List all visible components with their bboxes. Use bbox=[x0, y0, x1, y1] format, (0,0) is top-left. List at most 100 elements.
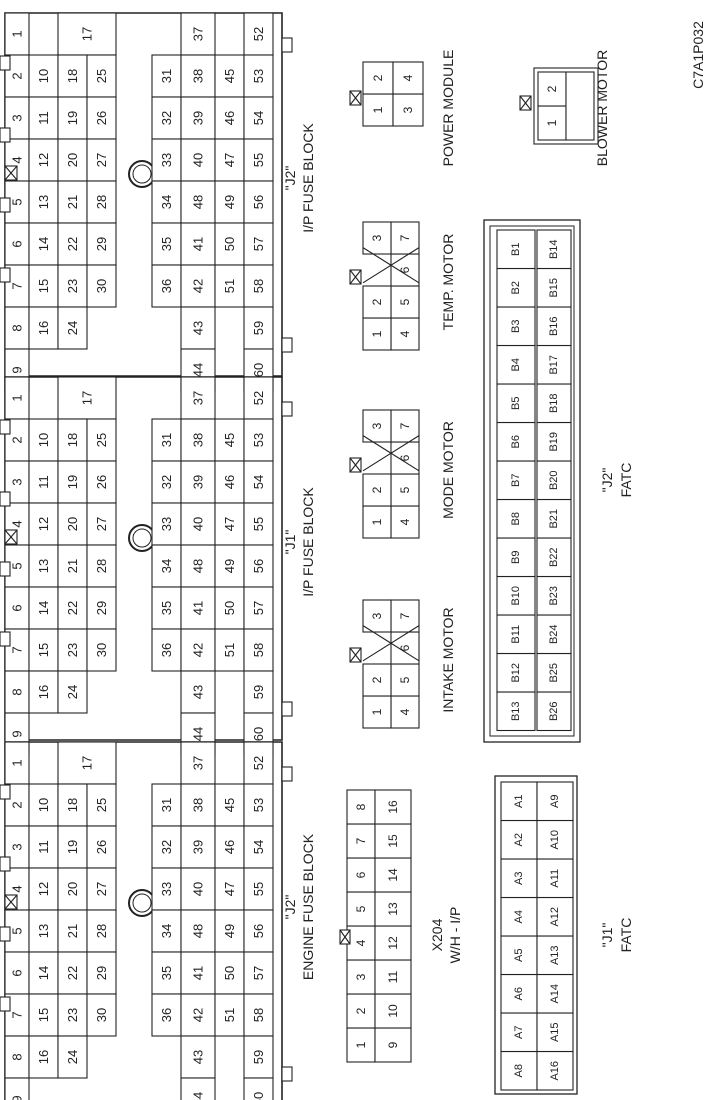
fuse-cell: 11 bbox=[36, 111, 51, 125]
fuse-cell-box bbox=[4, 376, 30, 420]
fuse-cell: 38 bbox=[191, 69, 206, 83]
fuse-cell: 44 bbox=[191, 1092, 206, 1100]
fuse-cell: 3 bbox=[10, 843, 25, 850]
fuse-cell-box bbox=[180, 1035, 216, 1079]
motor-pin: 7 bbox=[398, 612, 412, 619]
fuse-cell: 17 bbox=[80, 27, 95, 41]
fatc-j1-pin: A11 bbox=[549, 869, 561, 888]
fuse-cell-box bbox=[86, 544, 117, 588]
fuse-cell: 20 bbox=[65, 517, 80, 531]
fatc-j2-pin-box bbox=[536, 652, 572, 693]
fuse-block-latch-tab bbox=[281, 401, 293, 417]
power-module-pin: 4 bbox=[401, 74, 415, 81]
fuse-cell: 33 bbox=[159, 517, 174, 531]
fuse-cell: 32 bbox=[159, 111, 174, 125]
fuse-cell: 34 bbox=[159, 924, 174, 938]
fuse-cell-box bbox=[243, 951, 274, 995]
fuse-cell: 21 bbox=[65, 559, 80, 573]
fuse-cell: 8 bbox=[10, 688, 25, 695]
fatc-j1-pin: A6 bbox=[513, 987, 525, 1000]
fuse-cell-box bbox=[151, 460, 182, 504]
fuse-cell: 48 bbox=[191, 924, 206, 938]
motor-cross-b bbox=[362, 625, 420, 662]
motor-pin-box bbox=[390, 409, 420, 443]
motor-pin: 5 bbox=[398, 676, 412, 683]
fuse-cell: 17 bbox=[80, 391, 95, 405]
fuse-cell: 43 bbox=[191, 685, 206, 699]
fuse-cell-box bbox=[28, 306, 59, 350]
fuse-cell: 6 bbox=[10, 604, 25, 611]
fuse-cell: 29 bbox=[94, 237, 109, 251]
x204-pin-box bbox=[374, 993, 412, 1029]
fuse-cell: 13 bbox=[36, 924, 51, 938]
fuse-cell-box bbox=[57, 909, 88, 953]
fuse-cell: 28 bbox=[94, 924, 109, 938]
x204-pin: 5 bbox=[354, 905, 368, 912]
fatc-j2-pin: B25 bbox=[548, 663, 560, 683]
fuse-cell-box bbox=[86, 951, 117, 995]
fatc-j1-pin-box bbox=[536, 935, 574, 976]
fuse-cell: 56 bbox=[251, 559, 266, 573]
fuse-cell-box bbox=[86, 628, 117, 672]
fuse-cell-box bbox=[243, 825, 274, 869]
fuse-cell-box bbox=[86, 586, 117, 630]
fuse-block-latch-tab bbox=[281, 37, 293, 53]
motor-pin-box bbox=[390, 599, 420, 633]
fuse-cell: 46 bbox=[222, 475, 237, 489]
x204-pin: 9 bbox=[386, 1041, 400, 1048]
fatc-j2-pin-box bbox=[536, 229, 572, 270]
fuse-cell: 1 bbox=[10, 759, 25, 766]
fuse-block-latch-tab bbox=[0, 55, 11, 71]
motor-pin-box bbox=[362, 599, 392, 633]
motor-pin: 1 bbox=[370, 330, 384, 337]
fuse-cell: 10 bbox=[36, 69, 51, 83]
fuse-cell-box bbox=[214, 783, 245, 827]
fuse-block-ip_j1: 1234567891011121314151617181920212223242… bbox=[0, 376, 316, 756]
motor-pin: 4 bbox=[398, 518, 412, 525]
fuse-cell-box bbox=[180, 586, 216, 630]
fuse-cell: 52 bbox=[251, 391, 266, 405]
fatc-j1-pin-box bbox=[536, 1050, 574, 1091]
blower-pin: 1 bbox=[545, 119, 559, 126]
fuse-cell: 58 bbox=[251, 279, 266, 293]
fatc-j2-pin-box bbox=[496, 421, 536, 462]
fuse-cell: 51 bbox=[222, 1008, 237, 1022]
fuse-cell: 9 bbox=[10, 1095, 25, 1100]
fuse-cell: 42 bbox=[191, 1008, 206, 1022]
fuse-cell: 18 bbox=[65, 433, 80, 447]
fuse-cell-box bbox=[4, 741, 30, 785]
fuse-block-center-stud-inner bbox=[132, 164, 152, 184]
fuse-cell-box bbox=[86, 96, 117, 140]
fatc-j1-pin: A13 bbox=[549, 945, 561, 965]
motor-pin-box bbox=[362, 221, 392, 255]
fuse-cell: 25 bbox=[94, 69, 109, 83]
fuse-block-latch-tab bbox=[0, 996, 11, 1012]
fatc-j2-pin: B8 bbox=[510, 512, 522, 525]
fuse-cell-box bbox=[151, 502, 182, 546]
fatc-j1-pin-box bbox=[536, 858, 574, 899]
fuse-cell-box bbox=[151, 264, 182, 308]
fatc-j2-pin: B1 bbox=[510, 243, 522, 256]
fuse-cell: 59 bbox=[251, 685, 266, 699]
x204-pin-box bbox=[346, 891, 376, 927]
fuse-cell: 14 bbox=[36, 966, 51, 980]
fuse-cell: 50 bbox=[222, 601, 237, 615]
fuse-cell-box bbox=[86, 180, 117, 224]
fatc-j2-pin: B5 bbox=[510, 397, 522, 410]
fuse-cell: 55 bbox=[251, 153, 266, 167]
fuse-cell: 39 bbox=[191, 840, 206, 854]
fuse-cell-box bbox=[28, 502, 59, 546]
fatc-j1-pin-box bbox=[500, 935, 538, 976]
fatc-j1-pin-box bbox=[536, 781, 574, 822]
fuse-cell: 4 bbox=[10, 156, 25, 163]
fuse-cell: 6 bbox=[10, 969, 25, 976]
x204-subtitle: W/H - I/P bbox=[447, 907, 463, 964]
fatc-j1-pin-box bbox=[536, 1012, 574, 1053]
x204-lock-mark bbox=[339, 929, 351, 945]
fatc-j2-pin-box bbox=[496, 498, 536, 539]
x204-pin-box bbox=[374, 789, 412, 825]
fuse-cell: 54 bbox=[251, 840, 266, 854]
fuse-cell: 50 bbox=[222, 237, 237, 251]
motor-pin: 6 bbox=[398, 644, 412, 651]
